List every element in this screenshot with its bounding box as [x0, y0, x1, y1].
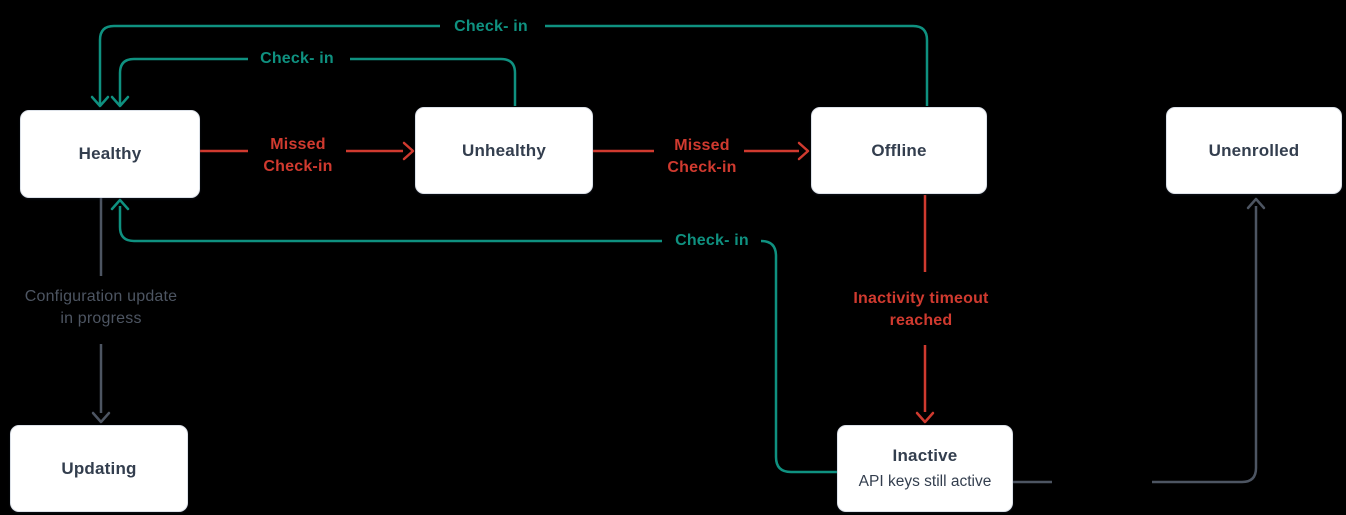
- edge-offline-to-healthy-segment: [98, 24, 440, 104]
- edge-label-line: Configuration update: [24, 288, 178, 305]
- arrowhead-right-icon: [797, 141, 810, 161]
- edge-label-line: in progress: [60, 310, 142, 327]
- edge-label-inactivity-timeout: Inactivity timeout reached: [836, 288, 1006, 332]
- state-node-label: Healthy: [78, 144, 142, 163]
- edge-label-check-in-top: Check- in: [454, 18, 528, 35]
- arrowhead-up-icon: [110, 198, 130, 211]
- edge-label-line: Missed: [270, 136, 326, 153]
- edge-inactive-to-healthy-segment: [118, 206, 662, 243]
- edge-unhealthy-to-healthy-segment: [118, 57, 248, 104]
- edge-label-line: Check-in: [263, 158, 333, 175]
- arrowhead-down-icon: [110, 95, 130, 108]
- state-node-label: Inactive: [892, 446, 958, 465]
- state-node-label: Unhealthy: [462, 140, 546, 160]
- edge-label-line: Missed: [674, 137, 730, 154]
- state-node-healthy: Healthy: [20, 110, 200, 198]
- edge-inactive-to-unenrolled-segment: [1152, 206, 1258, 484]
- state-node-label: Unenrolled: [1208, 140, 1300, 160]
- edge-label-line: reached: [889, 312, 953, 329]
- state-node-label: Updating: [61, 458, 137, 478]
- arrowhead-up-icon: [1246, 197, 1266, 210]
- edge-offline-to-healthy-segment: [545, 24, 929, 106]
- state-node-updating: Updating: [10, 425, 188, 512]
- edge-inactive-to-healthy-segment: [760, 239, 837, 474]
- state-node-label: Offline: [871, 140, 927, 160]
- edge-label-check-in-middle: Check- in: [675, 232, 749, 249]
- state-node-unenrolled: Unenrolled: [1166, 107, 1342, 194]
- arrowhead-down-icon: [915, 411, 935, 424]
- edge-label-configuration-update: Configuration update in progress: [3, 286, 199, 330]
- edge-label-line: Check-in: [667, 159, 737, 176]
- arrowhead-down-icon: [90, 95, 110, 108]
- edge-label-missed-check-in-1: Missed Check-in: [238, 134, 358, 178]
- state-node-sublabel: API keys still active: [858, 473, 992, 490]
- state-node-unhealthy: Unhealthy: [415, 107, 593, 194]
- edge-label-line: Inactivity timeout: [853, 290, 989, 307]
- edge-label-check-in-upper: Check- in: [260, 50, 334, 67]
- edge-unhealthy-to-healthy-segment: [350, 57, 517, 106]
- arrowhead-down-icon: [91, 411, 111, 424]
- arrowhead-right-icon: [402, 141, 415, 161]
- state-node-offline: Offline: [811, 107, 987, 194]
- edge-label-missed-check-in-2: Missed Check-in: [642, 135, 762, 179]
- state-node-inactive: Inactive API keys still active: [837, 425, 1013, 512]
